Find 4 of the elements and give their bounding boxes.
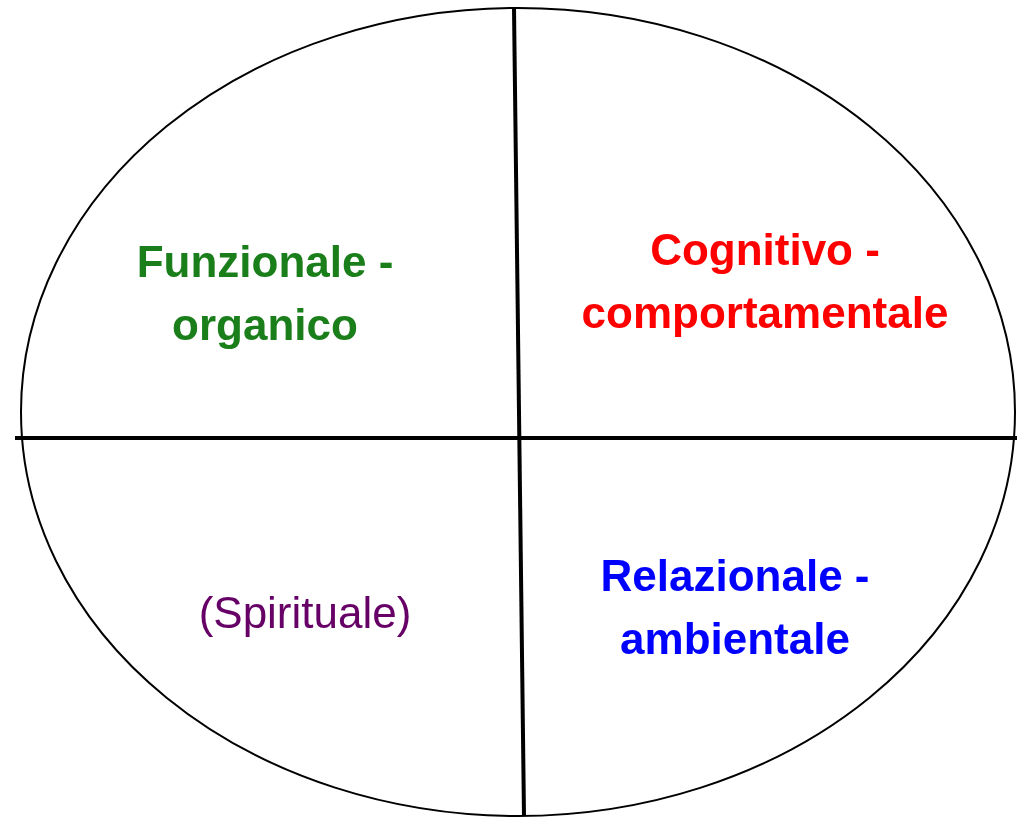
quadrant-label: (Spirituale) <box>120 581 490 644</box>
quadrant-label: Cognitivo - comportamentale <box>530 218 1000 344</box>
quadrant-label: Funzionale - organico <box>70 230 460 356</box>
quadrant-label: Relazionale - ambientale <box>545 544 925 670</box>
